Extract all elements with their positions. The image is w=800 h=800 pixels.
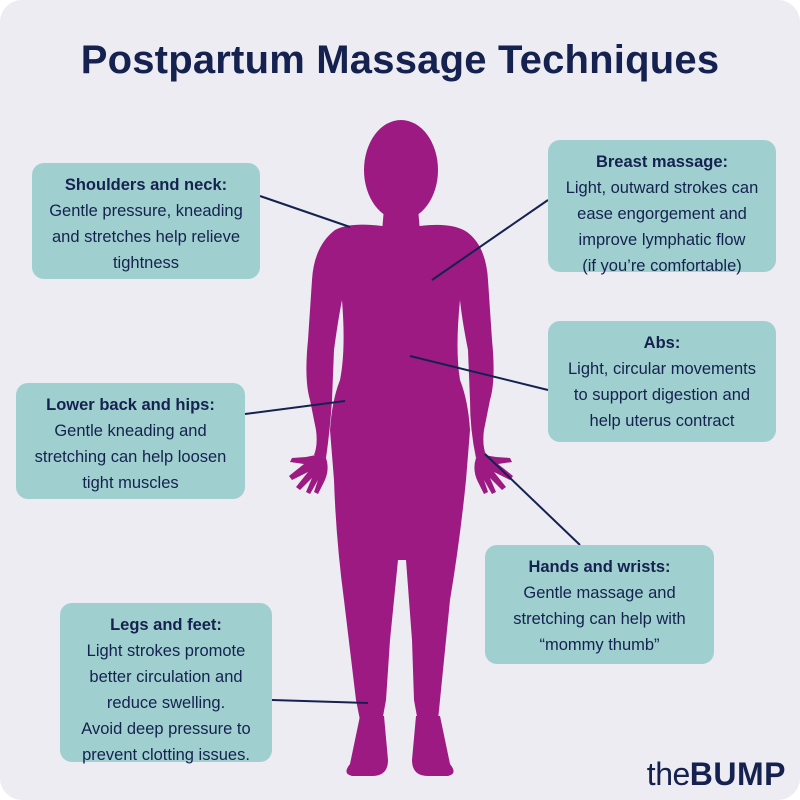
shoulders-pointer-line xyxy=(259,195,351,228)
callout-breast-massage: Breast massage: Light, outward strokes c… xyxy=(548,140,776,275)
page-title: Postpartum Massage Techniques xyxy=(80,38,720,82)
callout-text: Light, outward strokes can ease engorgem… xyxy=(565,179,759,275)
callout-text: Gentle pressure, kneading and stretches … xyxy=(49,202,243,272)
callout-text: Gentle kneading and stretching can help … xyxy=(34,422,227,492)
callout-shoulders-neck: Shoulders and neck: Gentle pressure, kne… xyxy=(32,163,260,279)
back-pointer-line xyxy=(244,400,346,415)
callout-abs: Abs: Light, circular movements to suppor… xyxy=(548,321,776,442)
callout-hands-wrists: Hands and wrists: Gentle massage and str… xyxy=(485,545,714,664)
brand-name: BUMP xyxy=(689,756,786,792)
breast-pointer-line xyxy=(431,199,549,281)
legs-pointer-line xyxy=(271,699,369,704)
hands-pointer-line xyxy=(484,453,581,546)
abs-pointer-line xyxy=(409,355,549,391)
callout-heading: Hands and wrists: xyxy=(528,558,671,576)
callout-lines xyxy=(244,195,581,704)
brand-logo: theBUMP xyxy=(647,754,786,794)
callout-text: Light, circular movements to support dig… xyxy=(568,360,756,430)
callout-heading: Abs: xyxy=(643,334,681,352)
brand-prefix: the xyxy=(646,756,690,792)
callout-lower-back-hips: Lower back and hips: Gentle kneading and… xyxy=(16,383,245,499)
callout-text: Light strokes promote better circulation… xyxy=(81,642,251,764)
body-silhouette xyxy=(289,120,513,776)
callout-text: Gentle massage and stretching can help w… xyxy=(513,584,686,654)
callout-heading: Lower back and hips: xyxy=(46,396,215,414)
callout-heading: Breast massage: xyxy=(595,153,729,171)
callout-heading: Legs and feet: xyxy=(110,616,222,634)
callout-legs-feet: Legs and feet: Light strokes promote bet… xyxy=(60,603,272,764)
callout-heading: Shoulders and neck: xyxy=(64,176,228,194)
